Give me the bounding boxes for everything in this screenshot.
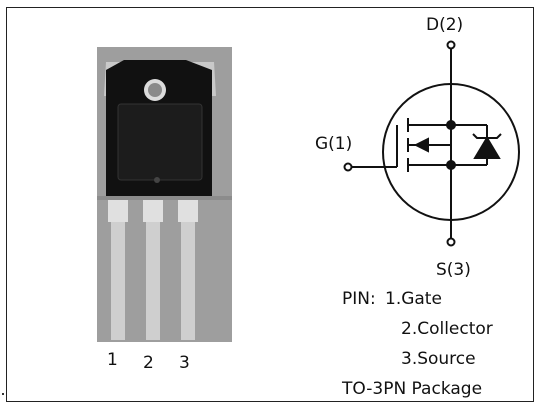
body-diode-triangle: [473, 136, 501, 159]
body-marker-dot: [154, 177, 160, 183]
gate-terminal: [343, 162, 353, 172]
pin-number-2: 2: [143, 353, 154, 373]
lead-2: [146, 200, 160, 340]
package-name: TO-3PN Package: [342, 379, 483, 399]
channel-arrow: [413, 137, 429, 153]
pin-list-item-collector: 2.Collector: [401, 319, 493, 339]
source-terminal: [446, 237, 456, 247]
pin-list-header: PIN:: [342, 289, 376, 309]
lead-3-shoulder: [178, 198, 198, 222]
pin-number-3: 3: [179, 353, 190, 373]
body-diode-zener-bar: [472, 133, 502, 139]
to3pn-package-image: [97, 47, 232, 342]
lead-3: [181, 200, 195, 340]
lead-1-shoulder: [108, 198, 128, 222]
lead-2-shoulder: [143, 198, 163, 222]
pin-list-item-source: 3.Source: [401, 349, 476, 369]
pin-list-item-gate: 1.Gate: [385, 289, 442, 309]
source-label: S(3): [436, 260, 471, 280]
stray-dot: [2, 393, 4, 395]
gate-label: G(1): [315, 134, 353, 154]
body-recess: [117, 103, 203, 181]
drain-terminal: [446, 40, 456, 50]
mosfet-symbol: [343, 40, 520, 247]
diagram-frame: [6, 7, 534, 402]
drain-label: D(2): [426, 15, 464, 35]
lead-1: [111, 200, 125, 340]
pin-number-1: 1: [107, 350, 118, 370]
